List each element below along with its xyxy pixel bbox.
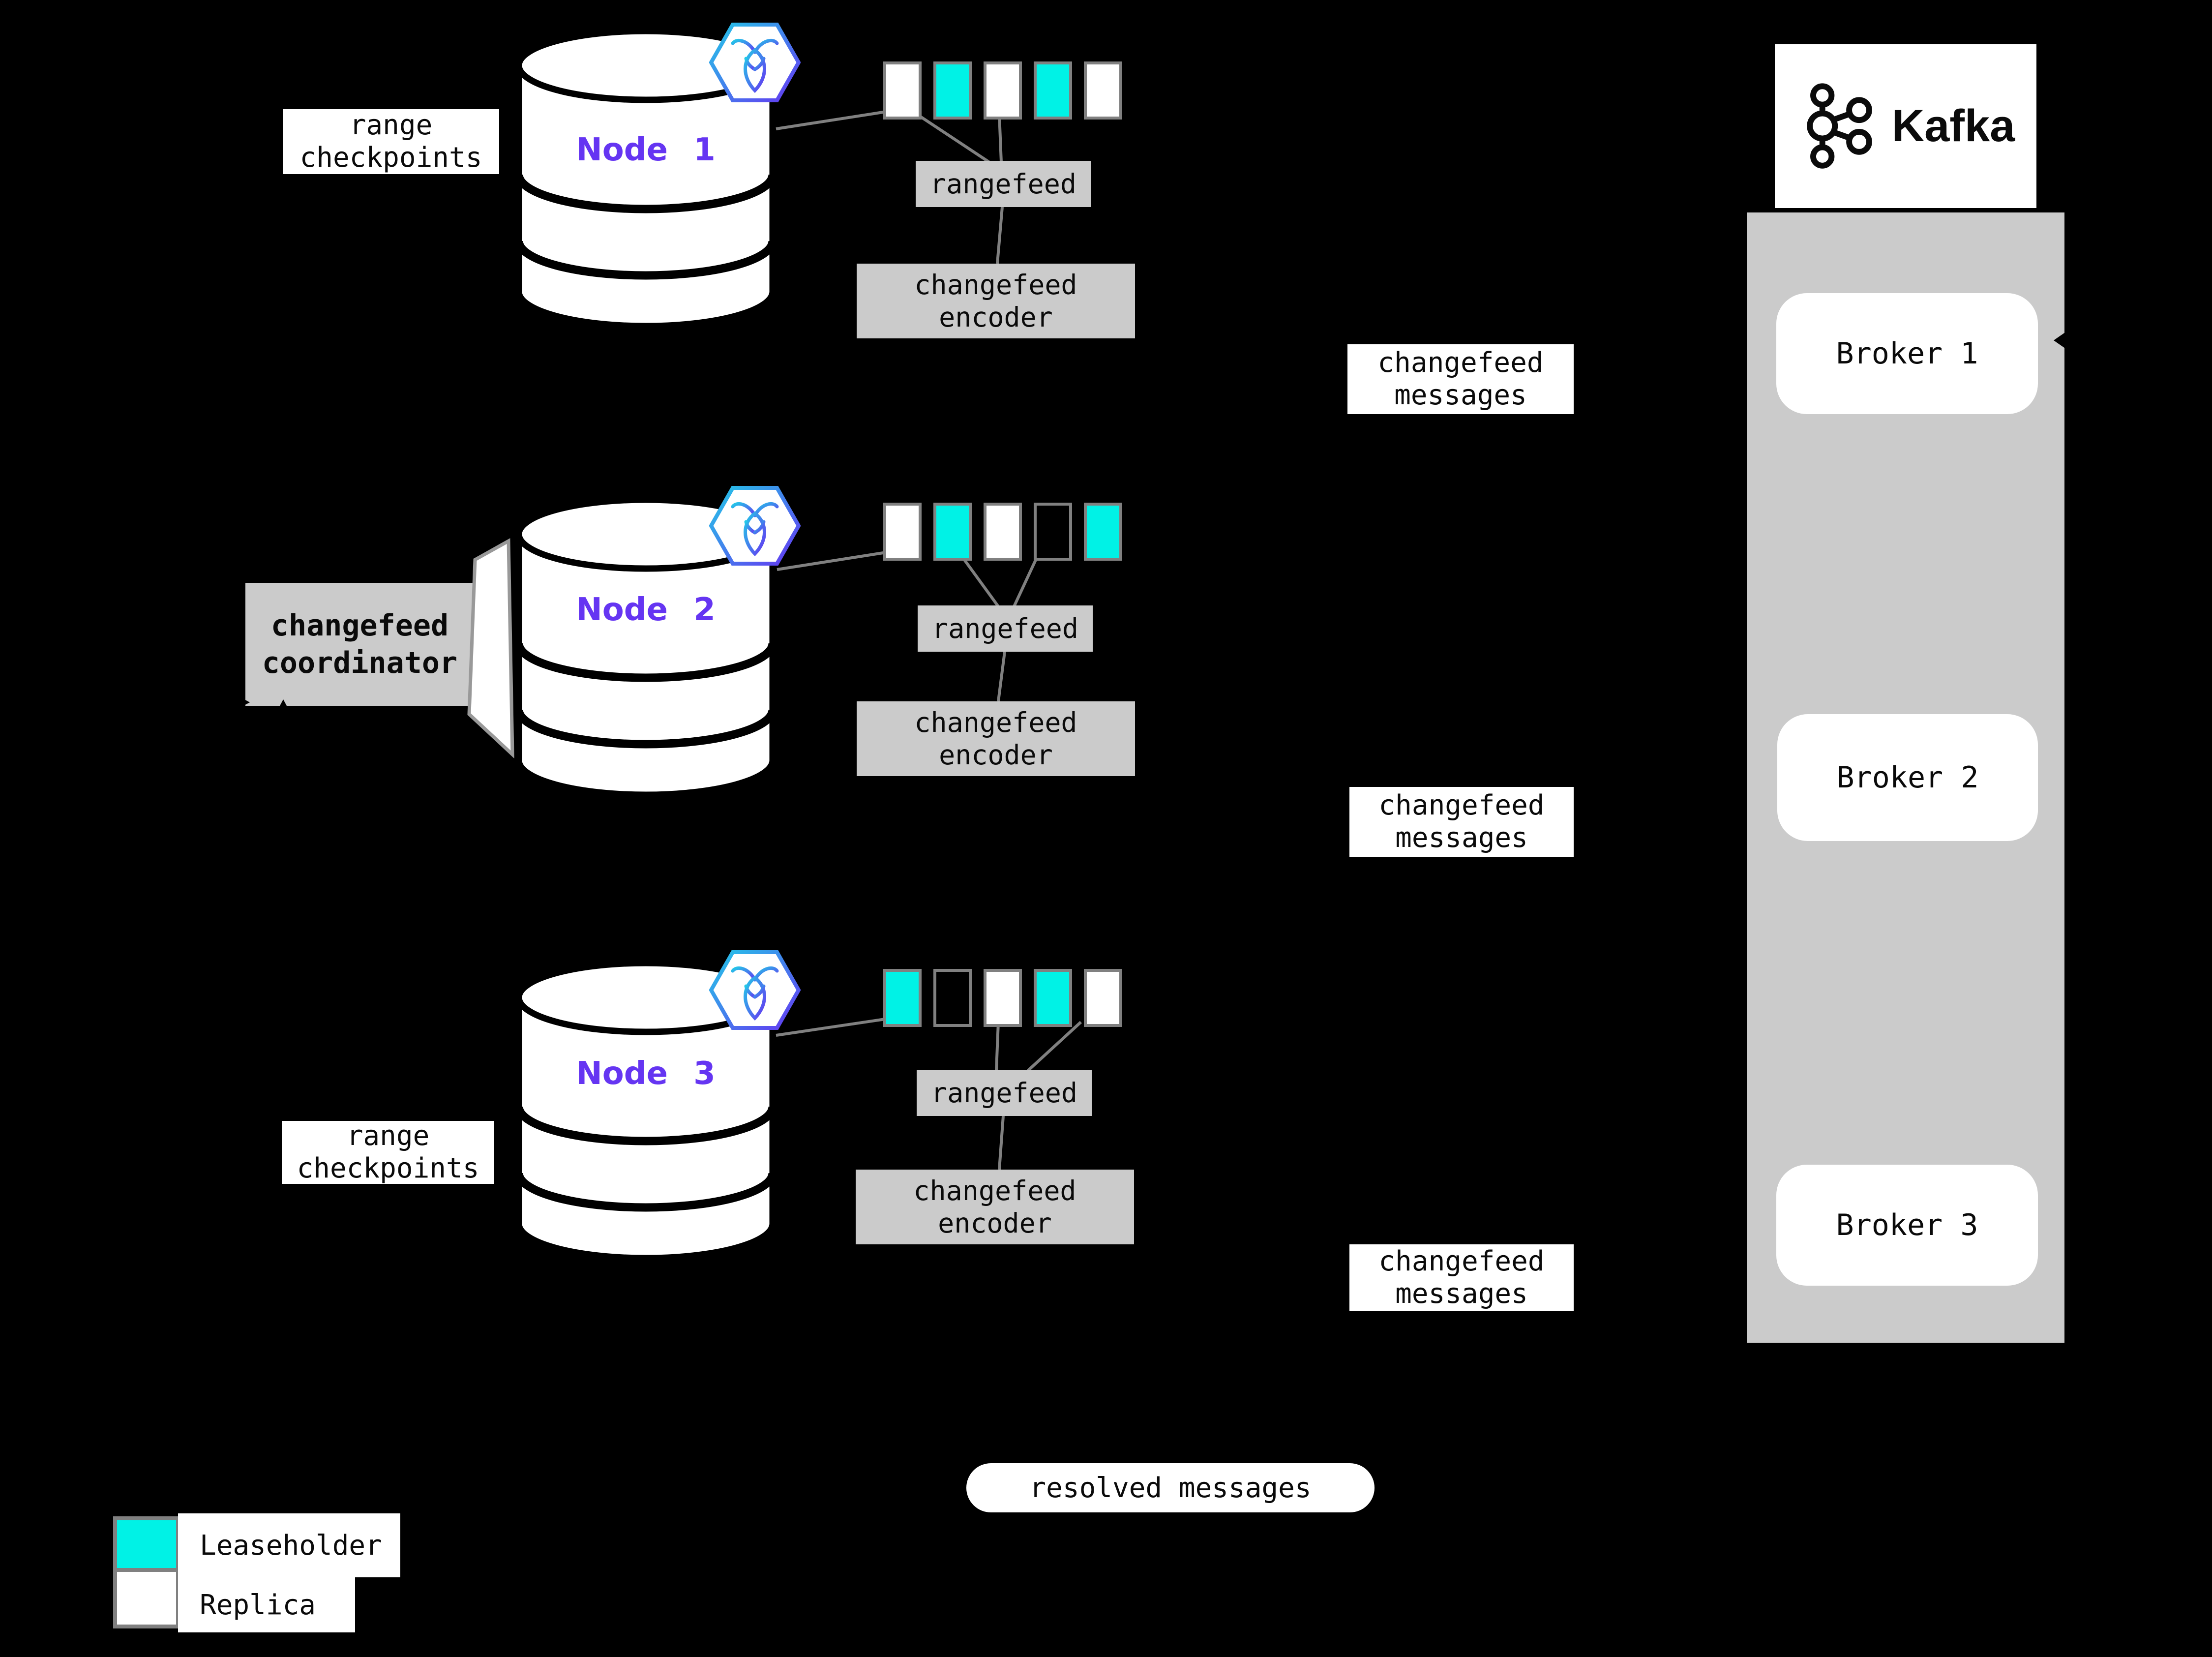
- kafka-logo-box: Kafka: [1775, 44, 2036, 208]
- legend-text: Replica: [200, 1589, 316, 1621]
- range-square: [1084, 61, 1122, 120]
- changefeed-coordinator-box: changefeed coordinator: [245, 583, 474, 706]
- label-line: messages: [1395, 1278, 1528, 1310]
- broker-label: Broker 1: [1836, 336, 1978, 371]
- node1-label: Node 1: [576, 132, 716, 168]
- range-square: [1084, 969, 1122, 1027]
- cockroachdb-icon: [709, 23, 801, 102]
- range-square: [933, 969, 972, 1027]
- cockroachdb-icon: [709, 486, 801, 566]
- range-square: [984, 61, 1022, 120]
- rangefeed-label: rangefeed: [930, 1077, 1077, 1109]
- kafka-logo-text: Kafka: [1891, 101, 2015, 151]
- range-checkpoints-label-top: range checkpoints: [283, 109, 499, 174]
- rangefeed-label: rangefeed: [931, 613, 1078, 644]
- legend-replica-swatch: [113, 1568, 180, 1628]
- node3-label: Node 3: [576, 1055, 716, 1092]
- broker-3: Broker 3: [1776, 1165, 2038, 1286]
- range-square: [1034, 969, 1072, 1027]
- changefeed-messages-label-1: changefeed messages: [1347, 344, 1574, 414]
- encoder-line: changefeed: [914, 707, 1077, 738]
- resolved-messages-label: resolved messages: [1029, 1472, 1312, 1504]
- broker-1: Broker 1: [1776, 293, 2038, 414]
- label-line: changefeed: [1377, 347, 1544, 379]
- cockroachdb-icon: [709, 950, 801, 1030]
- label-line: checkpoints: [299, 142, 482, 174]
- range-square: [883, 503, 922, 561]
- changefeed-encoder-box-node1: changefeed encoder: [857, 264, 1135, 338]
- rangefeed-box-node2: rangefeed: [918, 605, 1093, 652]
- rangefeed-label: rangefeed: [929, 168, 1076, 200]
- node1-database-cylinder: [515, 28, 776, 330]
- label-line: messages: [1394, 379, 1527, 411]
- broker-label: Broker 3: [1836, 1208, 1978, 1242]
- encoder-line: encoder: [939, 301, 1053, 333]
- changefeed-messages-label-2: changefeed messages: [1349, 787, 1574, 857]
- label-line: messages: [1395, 822, 1528, 854]
- range-square: [984, 503, 1022, 561]
- changefeed-encoder-box-node3: changefeed encoder: [856, 1170, 1134, 1244]
- resolved-messages-pill: resolved messages: [966, 1463, 1375, 1512]
- rangefeed-box-node1: rangefeed: [916, 161, 1091, 207]
- range-square: [883, 969, 922, 1027]
- range-square: [883, 61, 922, 120]
- label-line: changefeed: [1378, 1245, 1545, 1277]
- range-square: [1034, 61, 1072, 120]
- legend-replica-label: Replica: [178, 1577, 355, 1632]
- broker-2: Broker 2: [1777, 714, 2038, 841]
- broker-label: Broker 2: [1836, 760, 1979, 795]
- legend-leaseholder-swatch: [113, 1516, 180, 1575]
- coordinator-line: coordinator: [262, 646, 458, 680]
- changefeed-messages-label-3: changefeed messages: [1349, 1244, 1574, 1311]
- range-square: [984, 969, 1022, 1027]
- label-line: range: [346, 1120, 430, 1152]
- range-checkpoints-label-bottom: range checkpoints: [282, 1120, 494, 1184]
- legend-leaseholder-label: Leaseholder: [178, 1513, 400, 1577]
- encoder-line: encoder: [938, 1207, 1052, 1239]
- encoder-line: changefeed: [913, 1175, 1076, 1206]
- rangefeed-box-node3: rangefeed: [917, 1070, 1092, 1116]
- kafka-icon: [1806, 83, 1872, 169]
- range-square: [1034, 503, 1072, 561]
- label-line: checkpoints: [297, 1152, 479, 1184]
- legend-text: Leaseholder: [200, 1529, 382, 1562]
- range-square: [933, 503, 972, 561]
- node2-label: Node 2: [576, 592, 716, 628]
- label-line: changefeed: [1378, 789, 1545, 821]
- node3-database-cylinder: [515, 960, 776, 1262]
- range-square: [1084, 503, 1122, 561]
- label-line: range: [349, 109, 433, 141]
- changefeed-encoder-box-node2: changefeed encoder: [857, 701, 1135, 776]
- encoder-line: encoder: [939, 739, 1053, 771]
- encoder-line: changefeed: [914, 269, 1077, 301]
- range-square: [933, 61, 972, 120]
- coordinator-line: changefeed: [270, 608, 449, 643]
